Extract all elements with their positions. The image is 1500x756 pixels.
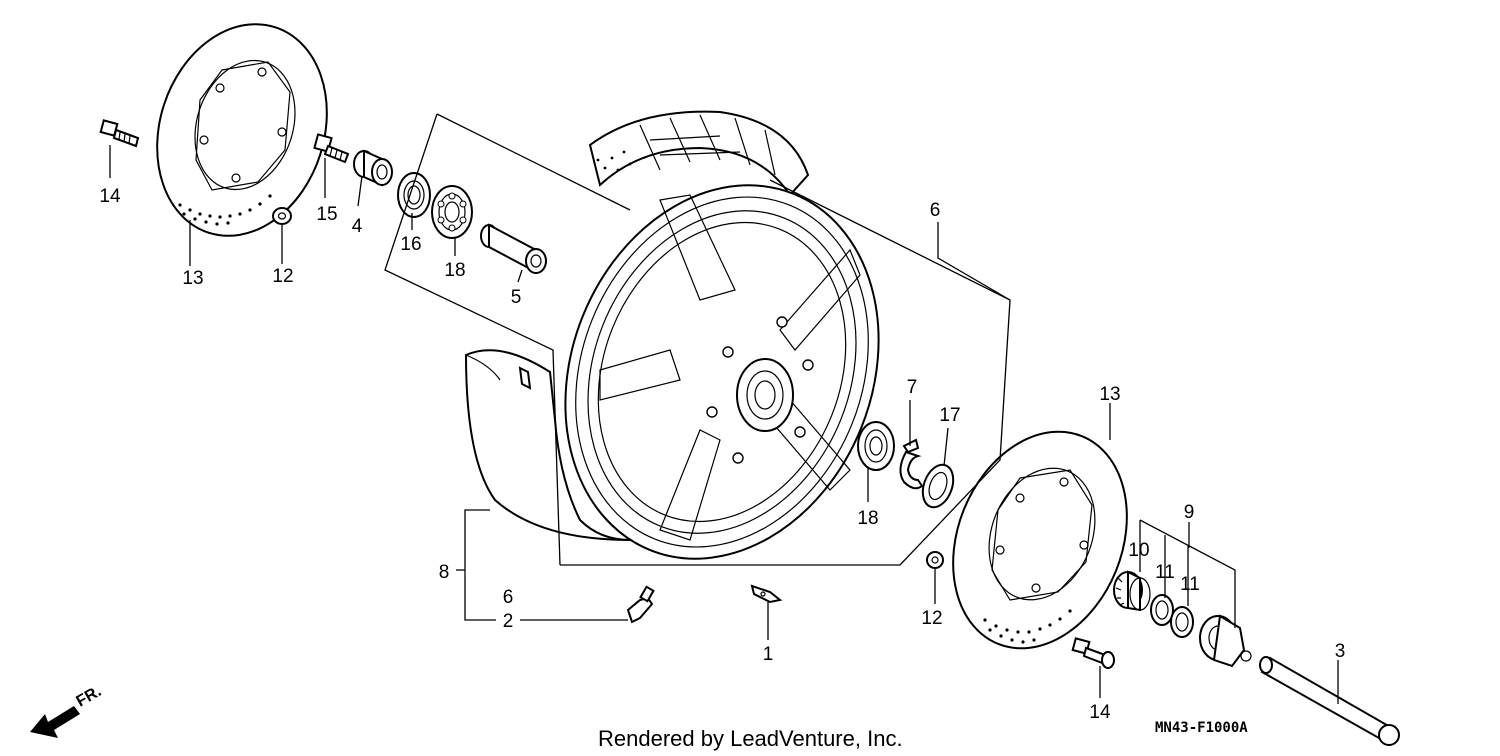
label-6-left: 6 [503,587,514,608]
label-10: 10 [1128,540,1149,561]
brake-disc-right[interactable] [922,405,1158,674]
brake-disc-left[interactable] [131,2,354,258]
oil-seal-b[interactable] [1170,606,1194,638]
valve-stem[interactable] [626,585,655,624]
disc-bolt-left[interactable] [99,119,140,148]
front-direction-label: FR. [74,683,105,711]
inner-tube[interactable] [464,349,631,541]
circlip[interactable] [899,438,924,490]
label-7: 7 [907,377,918,398]
label-13-right: 13 [1099,384,1120,405]
label-18-left: 18 [444,260,465,281]
label-8: 8 [439,562,450,583]
leader-lines [109,113,1339,704]
arrow-icon [30,706,80,738]
label-6-right: 6 [930,200,941,221]
label-11b: 11 [1180,574,1200,595]
oil-seal-a[interactable] [1150,594,1174,626]
dust-seal-16[interactable] [397,172,431,218]
part-number-labels: 14 13 12 15 4 16 18 5 6 7 17 13 18 9 10 … [99,186,1345,723]
label-2: 2 [503,611,514,632]
label-14-right: 14 [1089,702,1111,723]
label-11a: 11 [1155,562,1175,583]
dust-seal-17[interactable] [917,461,958,512]
label-16: 16 [400,234,421,255]
front-direction-arrow: FR. [30,683,104,738]
bearing-right[interactable] [857,421,895,471]
label-4: 4 [352,216,363,237]
label-5: 5 [511,287,522,308]
washer-left[interactable] [272,207,292,225]
disc-bolt-right[interactable] [1071,637,1115,669]
disc-bolt-15[interactable] [313,133,350,164]
label-17: 17 [939,405,960,426]
label-9: 9 [1184,502,1195,523]
tire-section[interactable] [588,110,810,197]
speedometer-gear[interactable] [1113,570,1151,612]
label-14-left: 14 [99,186,121,207]
label-12-left: 12 [272,266,293,287]
front-axle[interactable] [1259,656,1400,746]
credit-text: Rendered by LeadVenture, Inc. [598,726,903,751]
label-15: 15 [316,204,337,225]
speedometer-gearbox[interactable] [1199,614,1252,668]
label-3: 3 [1335,641,1346,662]
label-12-right: 12 [921,608,942,629]
label-13-left: 13 [182,268,203,289]
bearing-left[interactable] [431,185,473,239]
side-collar[interactable] [353,149,393,187]
balance-weight[interactable] [750,584,783,604]
label-1: 1 [763,644,774,665]
diagram-code: MN43-F1000A [1155,720,1248,736]
distance-collar[interactable] [480,223,547,274]
label-18-right: 18 [857,508,878,529]
washer-right[interactable] [926,551,944,569]
wheel-rim[interactable] [511,138,933,606]
